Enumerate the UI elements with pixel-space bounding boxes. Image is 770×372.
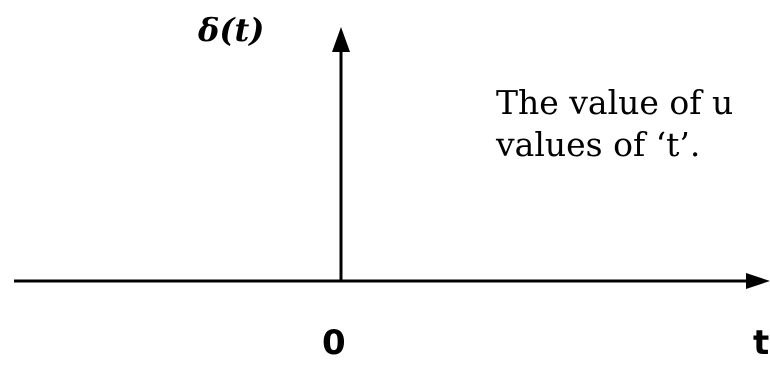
description-line-2: values of ‘t’. bbox=[496, 125, 701, 165]
description-line-1: The value of u bbox=[496, 83, 734, 122]
x-axis-label: t bbox=[753, 323, 770, 363]
impulse-arrowhead bbox=[332, 27, 350, 52]
x-axis-arrowhead bbox=[746, 273, 770, 289]
origin-label: 0 bbox=[322, 323, 346, 363]
y-axis-label: δ(t) bbox=[198, 11, 265, 49]
description-text: The value of u values of ‘t’. bbox=[496, 82, 733, 166]
